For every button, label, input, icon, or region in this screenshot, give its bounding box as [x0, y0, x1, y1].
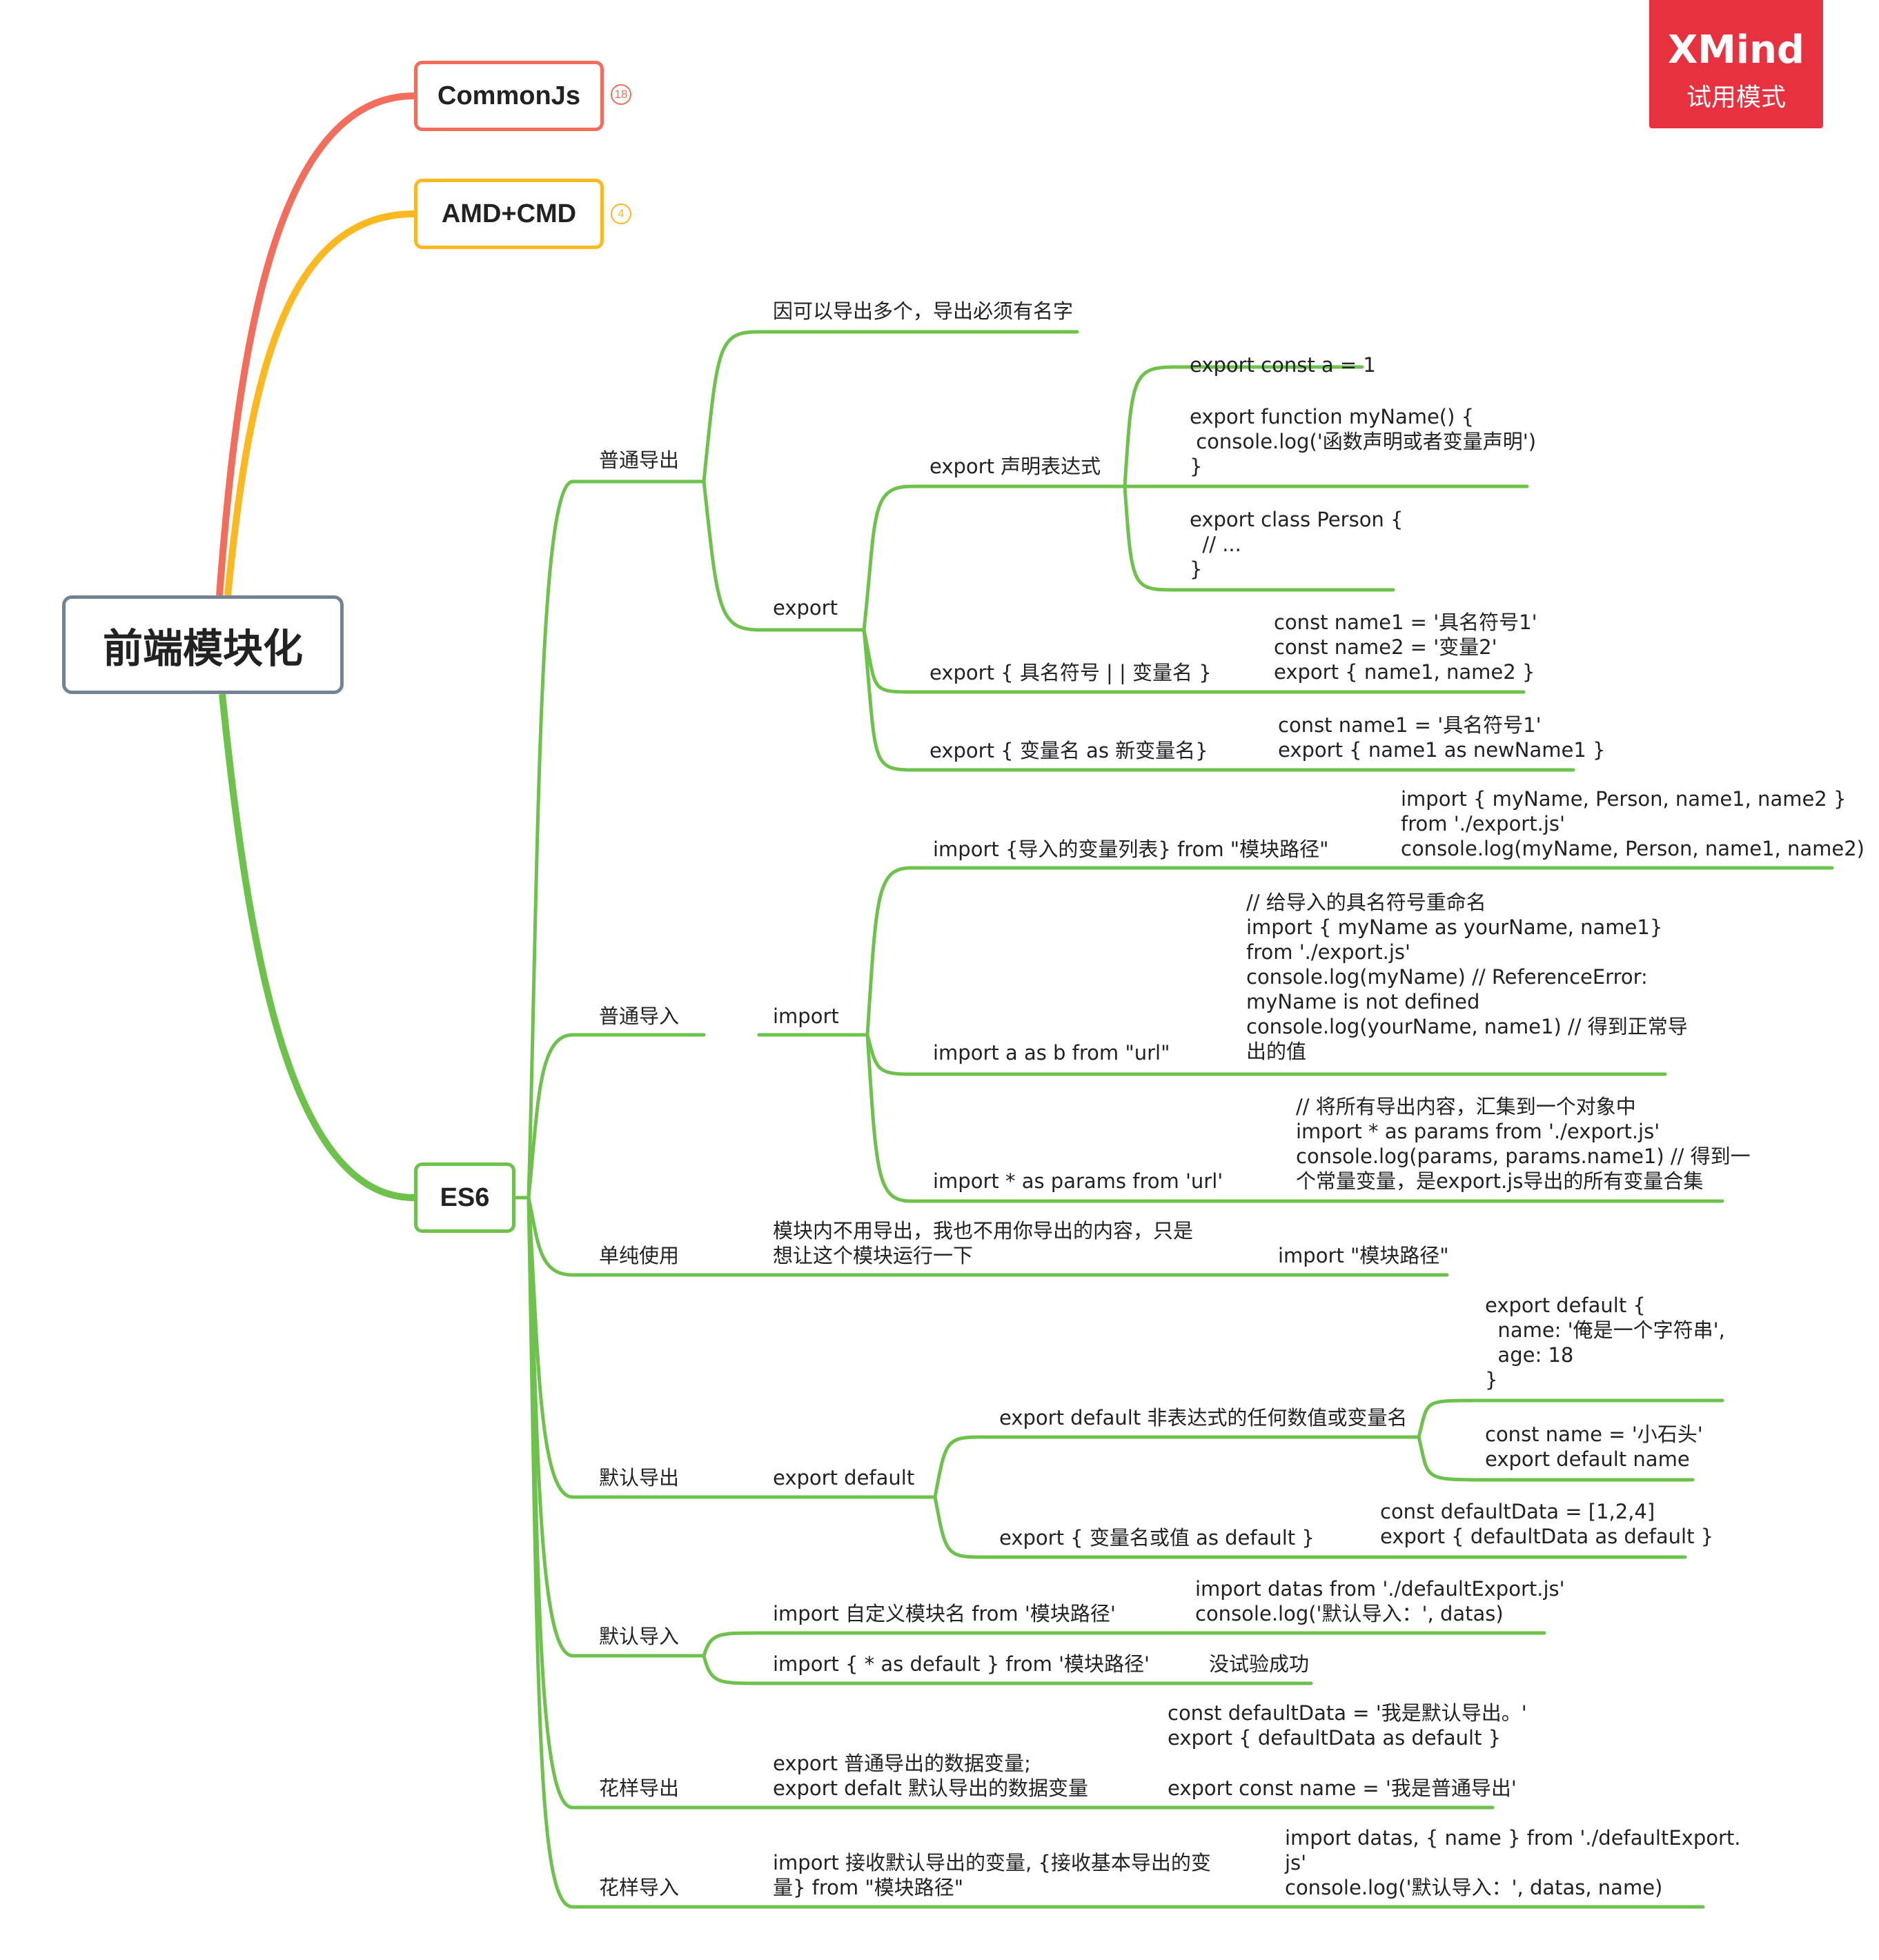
- connector-commonjs: [216, 92, 415, 596]
- topic-export-rename[interactable]: export { 变量名 as 新变量名}: [929, 739, 1208, 762]
- es6-connectors: [513, 330, 1834, 1909]
- topic-mixed-export[interactable]: 花样导出: [599, 1776, 680, 1800]
- connector-amdcmd: [224, 210, 415, 596]
- code-import-custom-name[interactable]: import datas from './defaultExport.js' c…: [1195, 1577, 1565, 1625]
- topic-export-default[interactable]: export default: [773, 1466, 915, 1489]
- topic-import-list[interactable]: import {导入的变量列表} from "模块路径": [933, 838, 1329, 861]
- code-export-default-name[interactable]: const name = '小石头' export default name: [1485, 1423, 1703, 1471]
- side-effect-description[interactable]: 模块内不用导出，我也不用你导出的内容，只是 想让这个模块运行一下: [773, 1219, 1194, 1267]
- topic-default-export[interactable]: 默认导出: [599, 1466, 680, 1489]
- topic-default-import[interactable]: 默认导入: [599, 1625, 680, 1648]
- code-export-function[interactable]: export function myName() { console.log('…: [1190, 405, 1537, 478]
- code-mixed-export-default[interactable]: const defaultData = '我是默认导出。' export { d…: [1168, 1701, 1527, 1750]
- code-export-const[interactable]: export const a = 1: [1190, 353, 1376, 377]
- trial-mode-label: 试用模式: [1686, 83, 1786, 112]
- branch-es6[interactable]: ES6: [414, 1162, 515, 1233]
- topic-export-named-list[interactable]: export { 具名符号 | | 变量名 }: [929, 661, 1212, 684]
- xmind-trial-watermark: XMind 试用模式: [1649, 0, 1823, 128]
- mixed-import-description[interactable]: import 接收默认导出的变量, {接收基本导出的变 量} from "模块路…: [773, 1851, 1211, 1899]
- topic-export-default-expression[interactable]: export default 非表达式的任何数值或变量名: [999, 1406, 1408, 1429]
- branch-amdcmd[interactable]: AMD+CMD: [414, 179, 604, 249]
- topic-named-export-note[interactable]: 因可以导出多个，导出必须有名字: [773, 299, 1074, 323]
- code-export-as-default[interactable]: const defaultData = [1,2,4] export { def…: [1380, 1500, 1714, 1548]
- topic-export-as-default[interactable]: export { 变量名或值 as default }: [999, 1526, 1315, 1550]
- code-export-class[interactable]: export class Person { // ... }: [1190, 508, 1404, 581]
- code-export-named-list[interactable]: const name1 = '具名符号1' const name2 = '变量2…: [1274, 611, 1537, 684]
- collapsed-count-badge-amdcmd[interactable]: 4: [611, 204, 631, 224]
- code-import-list[interactable]: import { myName, Person, name1, name2 } …: [1401, 787, 1865, 860]
- code-export-default-object[interactable]: export default { name: '俺是一个字符串', age: 1…: [1485, 1294, 1725, 1392]
- topic-import[interactable]: import: [773, 1004, 839, 1028]
- xmind-logo-text: XMind: [1667, 28, 1805, 72]
- topic-named-export[interactable]: 普通导出: [599, 448, 680, 472]
- topic-import-as-default[interactable]: import { * as default } from '模块路径': [773, 1652, 1150, 1676]
- topic-import-custom-name[interactable]: import 自定义模块名 from '模块路径': [773, 1602, 1116, 1625]
- code-export-rename[interactable]: const name1 = '具名符号1' export { name1 as …: [1278, 713, 1606, 762]
- code-import-alias[interactable]: // 给导入的具名符号重命名 import { myName as yourNa…: [1246, 891, 1688, 1063]
- topic-named-import[interactable]: 普通导入: [599, 1004, 680, 1028]
- code-mixed-export-named[interactable]: export const name = '我是普通导出': [1168, 1776, 1517, 1800]
- code-side-effect-import[interactable]: import "模块路径": [1278, 1244, 1449, 1267]
- topic-export[interactable]: export: [773, 596, 838, 620]
- mixed-export-description[interactable]: export 普通导出的数据变量; export defalt 默认导出的数据变…: [773, 1752, 1089, 1800]
- topic-import-namespace[interactable]: import * as params from 'url': [933, 1169, 1223, 1193]
- code-mixed-import[interactable]: import datas, { name } from './defaultEx…: [1285, 1826, 1741, 1899]
- connector-es6: [219, 693, 415, 1201]
- root-topic[interactable]: 前端模块化: [62, 595, 344, 694]
- branch-commonjs[interactable]: CommonJs: [414, 61, 604, 131]
- note-not-verified[interactable]: 没试验成功: [1209, 1652, 1310, 1676]
- collapsed-count-badge-commonjs[interactable]: 18: [611, 84, 631, 105]
- topic-mixed-import[interactable]: 花样导入: [599, 1876, 680, 1899]
- code-import-namespace[interactable]: // 将所有导出内容，汇集到一个对象中 import * as params f…: [1296, 1095, 1751, 1193]
- topic-import-alias[interactable]: import a as b from "url": [933, 1041, 1170, 1065]
- topic-export-declaration[interactable]: export 声明表达式: [929, 455, 1101, 478]
- topic-side-effect-import[interactable]: 单纯使用: [599, 1244, 680, 1267]
